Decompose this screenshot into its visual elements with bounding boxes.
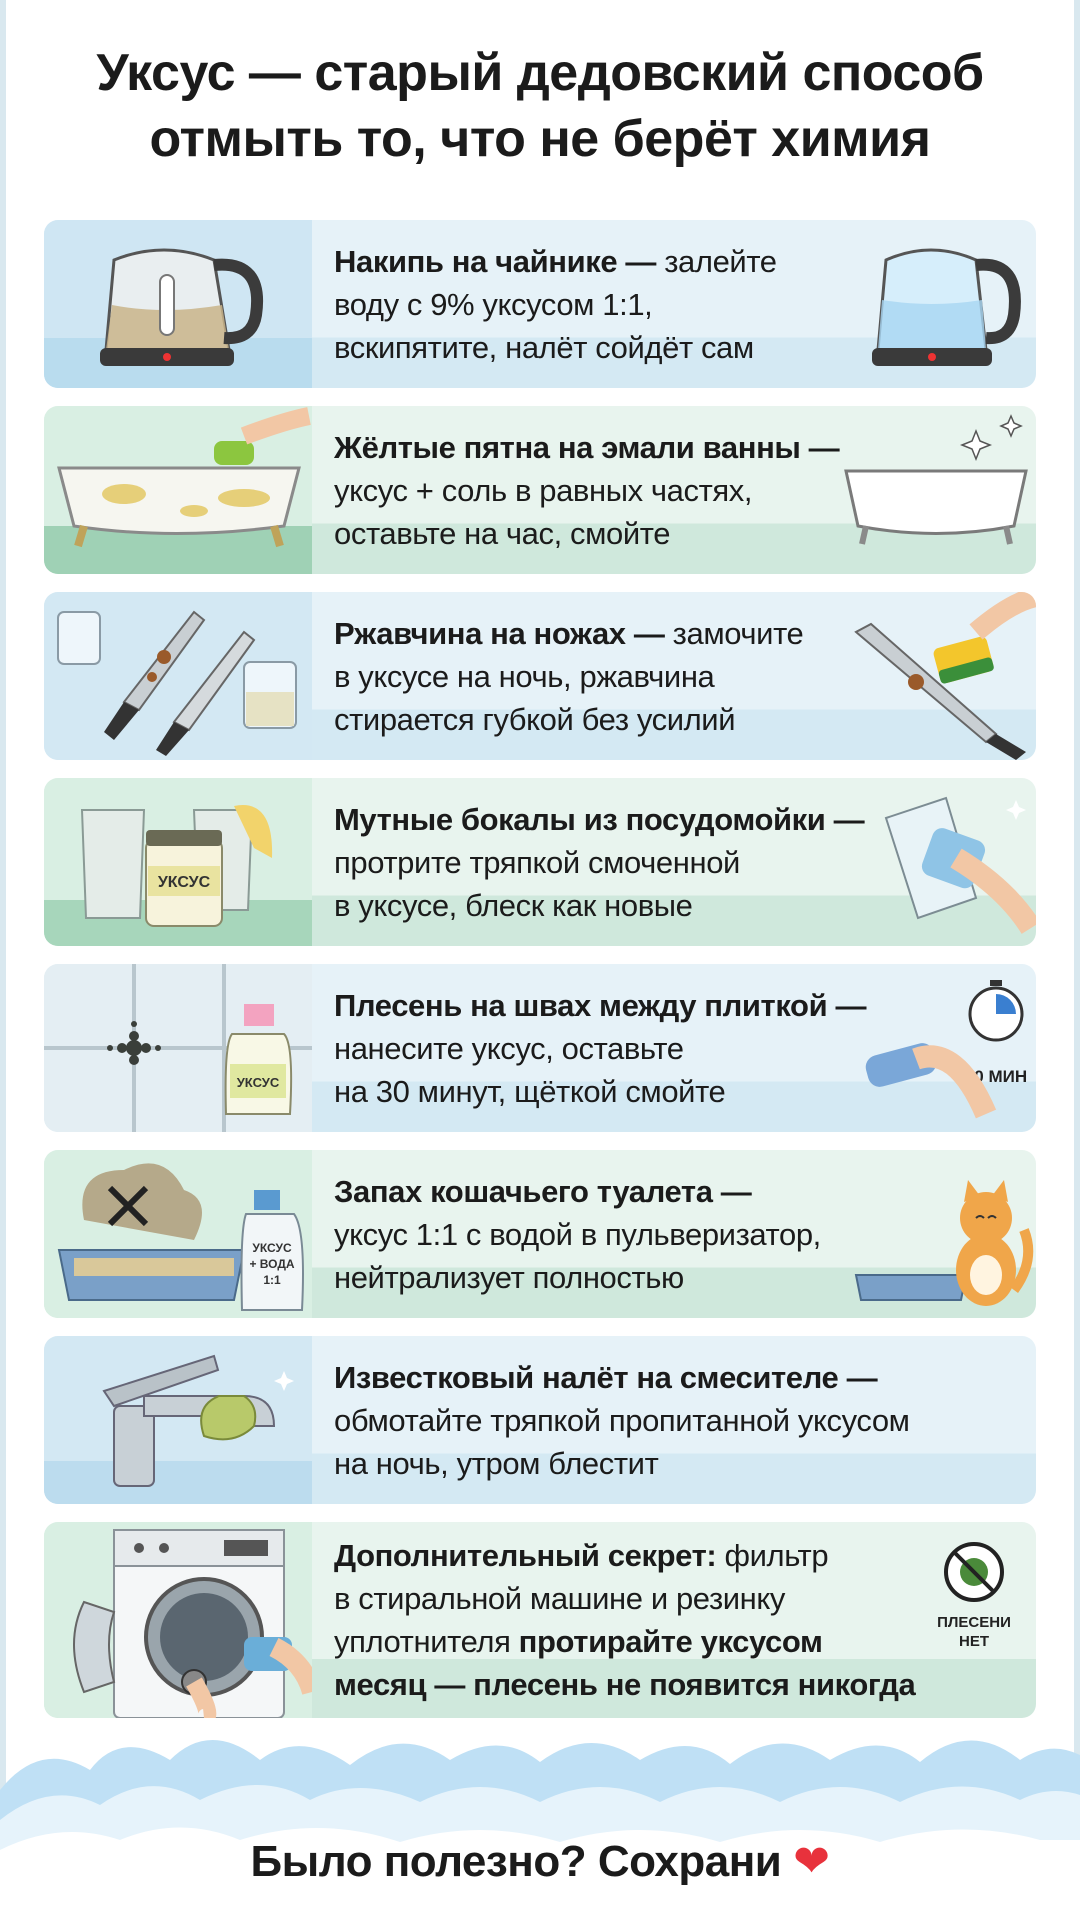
tip-heading: Дополнительный секрет:: [334, 1538, 717, 1573]
tip-text: Известковый налёт на смесителе — обмотай…: [334, 1336, 1014, 1504]
bottle-label-2: + ВОДА: [249, 1257, 294, 1271]
tip-line-3-start: уплотнителя: [334, 1624, 519, 1659]
tip-heading: Плесень на швах между плиткой —: [334, 987, 867, 1023]
tip-heading: Жёлтые пятна на эмали ванны —: [334, 429, 840, 465]
title-line-1: Уксус — старый дедовский способ: [96, 44, 984, 102]
tip-card-faucet: Известковый налёт на смесителе — обмотай…: [44, 1336, 1036, 1504]
wiping-glass-illustration: [836, 778, 1036, 946]
tip-line-3: в уксусе, блеск как новые: [334, 887, 693, 923]
tip-line-2: в уксусе на ночь, ржавчина: [334, 658, 715, 694]
tip-heading: Известковый налёт на смесителе —: [334, 1359, 878, 1395]
tip-line-2: воду с 9% уксусом 1:1,: [334, 286, 653, 322]
washing-machine-illustration: [44, 1522, 312, 1718]
no-mold-badge: ПЛЕСЕНИ НЕТ: [906, 1522, 1036, 1718]
tip-line-3-bold: протирайте уксусом: [518, 1624, 823, 1659]
footer-text: Было полезно? Сохрани: [250, 1837, 782, 1886]
tip-heading: Запах кошачьего туалета —: [334, 1173, 752, 1209]
tip-text: Запах кошачьего туалета — уксус 1:1 с во…: [334, 1150, 821, 1318]
tip-line-2: уксус 1:1 с водой в пульверизатор,: [334, 1216, 821, 1252]
tip-card-kettle: Накипь на чайнике — залейте воду с 9% ук…: [44, 220, 1036, 388]
tip-heading: Накипь на чайнике —: [334, 243, 657, 279]
tip-line-2: нанесите уксус, оставьте: [334, 1030, 684, 1066]
tip-card-glasses: УКСУС Мутные бокалы из посудомойки — про…: [44, 778, 1036, 946]
tip-text: Ржавчина на ножах — замочите в уксусе на…: [334, 592, 814, 760]
faucet-with-rag-illustration: [44, 1336, 312, 1504]
tip-line-2: обмотайте тряпкой пропитанной уксусом: [334, 1402, 910, 1438]
heart-icon: ❤: [793, 1837, 830, 1886]
bottle-label-1: УКСУС: [252, 1241, 292, 1255]
brush-and-timer-illustration: 30 МИН: [836, 964, 1036, 1132]
dirty-kettle-illustration: [44, 220, 312, 388]
tip-line-3: нейтрализует полностью: [334, 1259, 684, 1295]
tip-card-bathtub: Жёлтые пятна на эмали ванны — уксус + со…: [44, 406, 1036, 574]
badge-line-2: НЕТ: [959, 1633, 989, 1650]
tip-line-2: протрите тряпкой смоченной: [334, 844, 740, 880]
clean-kettle-illustration: [836, 220, 1036, 388]
tip-heading: Мутные бокалы из посудомойки —: [334, 801, 865, 837]
tip-text: Плесень на швах между плиткой — нанесите…: [334, 964, 866, 1132]
tip-card-tiles: УКСУС Плесень на швах между плиткой — на…: [44, 964, 1036, 1132]
tip-line-4: месяц — плесень не появится никогда: [334, 1667, 916, 1702]
page-title: Уксус — старый дедовский способ отмыть т…: [0, 40, 1080, 172]
tip-line-3: оставьте на час, смойте: [334, 515, 671, 551]
tip-text: Мутные бокалы из посудомойки — протрите …: [334, 778, 865, 946]
tip-line-1-rest: замочите: [664, 615, 804, 651]
stained-bathtub-illustration: [44, 406, 312, 574]
tip-card-cat-litter: УКСУС + ВОДА 1:1 Запах кошачьего туалета…: [44, 1150, 1036, 1318]
tip-line-1-rest: залейте: [656, 243, 777, 279]
tip-line-3: на ночь, утром блестит: [334, 1445, 659, 1481]
tip-card-washing-machine: Дополнительный секрет: фильтр в стиральн…: [44, 1522, 1036, 1718]
tip-line-3: вскипятите, налёт сойдёт сам: [334, 329, 754, 365]
tip-text: Жёлтые пятна на эмали ванны — уксус + со…: [334, 406, 840, 574]
bottle-label: УКСУС: [237, 1075, 280, 1090]
happy-cat-illustration: [836, 1150, 1036, 1318]
tip-line-2: в стиральной машине и резинку: [334, 1581, 786, 1616]
title-line-2: отмыть то, что не берёт химия: [149, 110, 931, 168]
footer-save-prompt: Было полезно? Сохрани ❤: [0, 1836, 1080, 1887]
rusty-knives-illustration: [44, 592, 312, 760]
tip-text: Дополнительный секрет: фильтр в стиральн…: [334, 1522, 916, 1718]
litter-box-spray-illustration: УКСУС + ВОДА 1:1: [44, 1150, 312, 1318]
sponge-cleaning-knife-illustration: [836, 592, 1036, 760]
cloudy-glasses-illustration: УКСУС: [44, 778, 312, 946]
tip-line-3: стирается губкой без усилий: [334, 701, 736, 737]
tip-line-1-rest: фильтр: [716, 1538, 829, 1573]
jar-label: УКСУС: [158, 874, 211, 891]
tip-line-2: уксус + соль в равных частях,: [334, 472, 753, 508]
tip-line-3: на 30 минут, щёткой смойте: [334, 1073, 726, 1109]
clean-bathtub-illustration: [836, 406, 1036, 574]
bottle-label-3: 1:1: [263, 1273, 281, 1287]
moldy-tiles-illustration: УКСУС: [44, 964, 312, 1132]
clouds-decoration: [0, 1700, 1080, 1920]
badge-line-1: ПЛЕСЕНИ: [937, 1614, 1011, 1631]
tip-heading: Ржавчина на ножах —: [334, 615, 665, 651]
tip-card-knives: Ржавчина на ножах — замочите в уксусе на…: [44, 592, 1036, 760]
tip-text: Накипь на чайнике — залейте воду с 9% ук…: [334, 220, 814, 388]
